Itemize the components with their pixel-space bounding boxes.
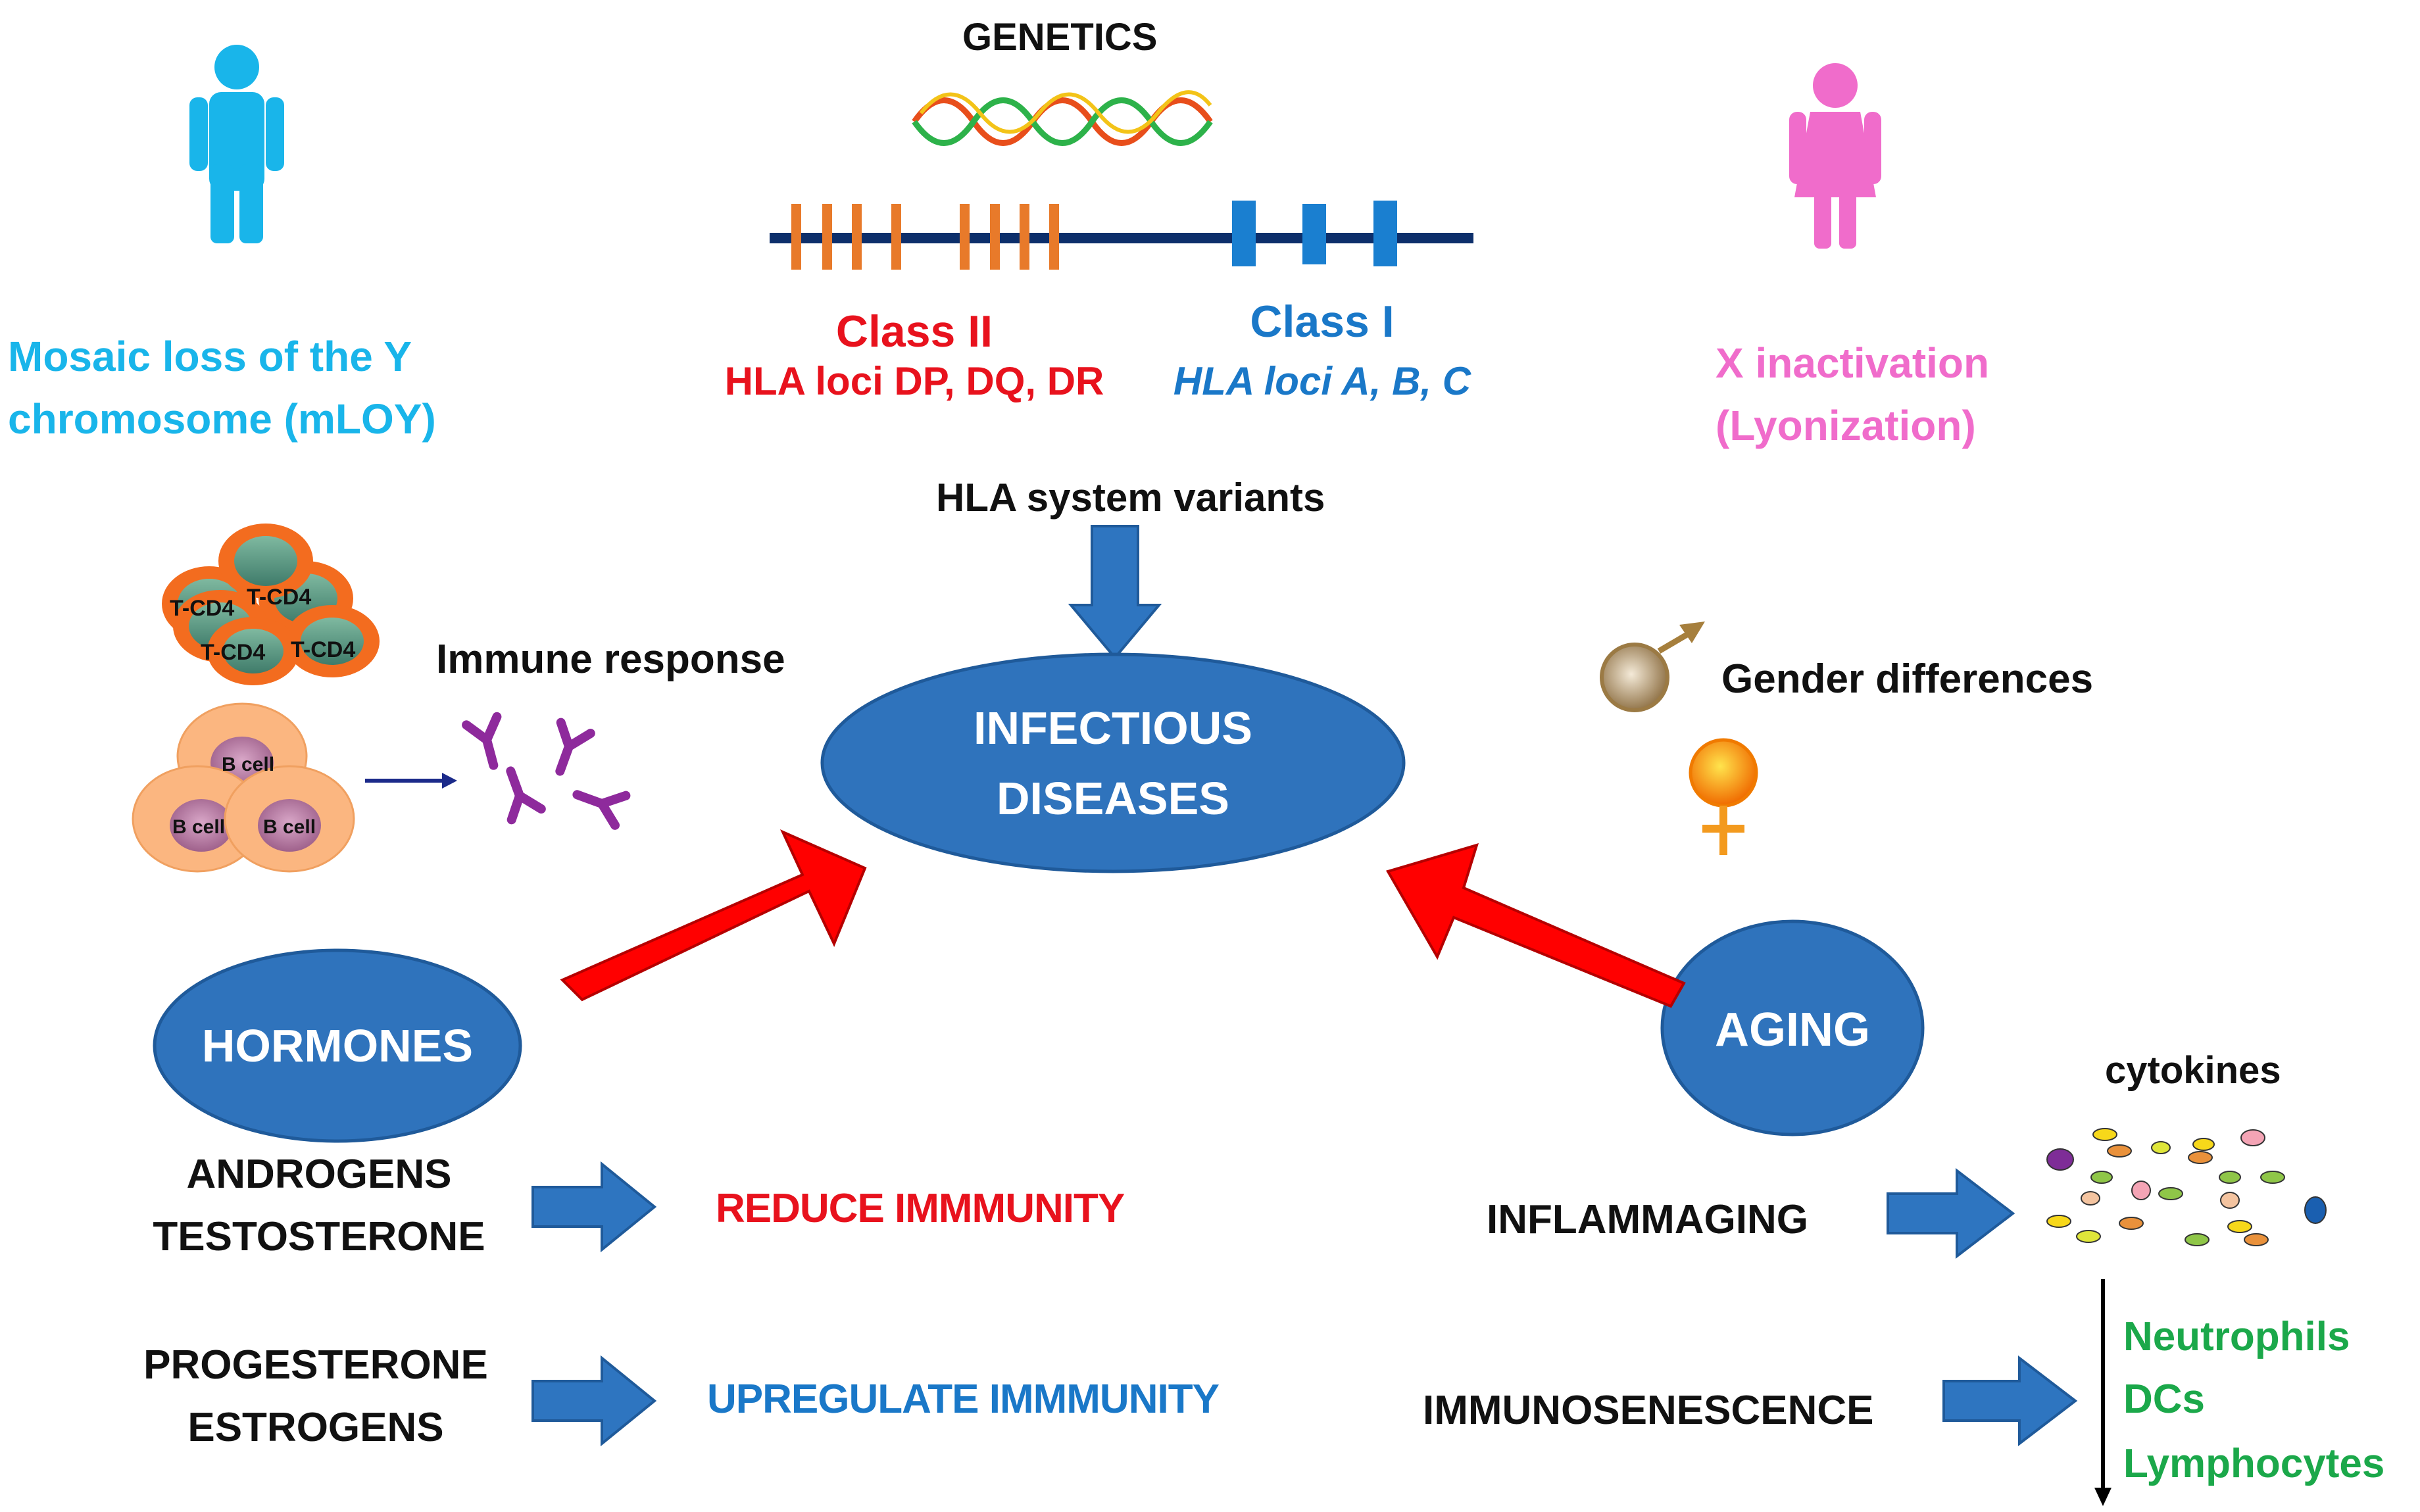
progesterone-arrow <box>531 1355 657 1447</box>
class1-title: Class I <box>1250 297 1395 347</box>
hla-down-arrow <box>1068 525 1162 660</box>
cells-down-arrow <box>2094 1279 2111 1506</box>
locus-bar <box>1302 204 1326 264</box>
inflammaging-arrow <box>1887 1167 2015 1259</box>
locus-bar <box>852 204 862 270</box>
locus-bar <box>1373 201 1397 266</box>
dcs-label: DCs <box>2123 1377 2206 1422</box>
antibody-icons <box>462 712 631 830</box>
t-cd4-cells <box>162 524 380 685</box>
locus-bar <box>822 204 832 270</box>
chromosome-map <box>770 201 1473 270</box>
female-symbol-icon <box>1689 738 1758 855</box>
estrogens-label: ESTROGENS <box>187 1405 444 1450</box>
locus-bar <box>1020 204 1029 270</box>
b-cell-label: B cell <box>222 754 275 775</box>
androgens-arrow <box>531 1161 657 1253</box>
locus-bar <box>1049 204 1059 270</box>
b-cells <box>132 702 355 873</box>
hormones-red-arrow <box>560 829 867 1002</box>
androgens-label: ANDROGENS <box>186 1152 452 1197</box>
x-inactivation-line1: X inactivation <box>1716 339 1990 387</box>
female-person-icon <box>1789 63 1881 249</box>
immunosenescence-label: IMMUNOSENESCENCE <box>1423 1388 1874 1433</box>
hormones-title: HORMONES <box>201 1020 474 1071</box>
immunosenescence-arrow <box>1942 1355 2078 1447</box>
aging-title: AGING <box>1714 1004 1870 1056</box>
gender-differences-label: Gender differences <box>1721 656 2094 702</box>
aging-red-arrow <box>1386 843 1686 1008</box>
t-cell-label: T-CD4 <box>170 596 235 621</box>
locus-bar <box>791 204 801 270</box>
locus-bar <box>891 204 901 270</box>
male-symbol-icon <box>1600 622 1705 712</box>
cytokine-dots <box>2046 1128 2327 1246</box>
hla-variants-label: HLA system variants <box>936 476 1325 520</box>
aging-ellipse <box>1660 919 1925 1136</box>
immune-response-label: Immune response <box>436 637 785 682</box>
progesterone-label: PROGESTERONE <box>143 1342 488 1388</box>
male-person-icon <box>189 45 284 243</box>
infectious-line1: INFECTIOUS <box>974 702 1252 754</box>
dna-helix-icon <box>912 90 1213 146</box>
mloy-line2: chromosome (mLOY) <box>8 395 436 443</box>
class1-loci: HLA loci A, B, C <box>1173 359 1471 403</box>
class2-title: Class II <box>835 306 993 356</box>
b-cell-label: B cell <box>172 816 226 838</box>
t-cell-label: T-CD4 <box>201 640 266 665</box>
t-cell-label: T-CD4 <box>247 585 312 610</box>
lymphocytes-label: Lymphocytes <box>2123 1441 2385 1486</box>
locus-bar <box>1232 201 1256 266</box>
infectious-diseases-ellipse <box>820 652 1406 873</box>
genetics-title: GENETICS <box>962 16 1158 59</box>
antibody-arrow <box>365 773 457 789</box>
infectious-line2: DISEASES <box>997 773 1229 824</box>
testosterone-label: TESTOSTERONE <box>153 1214 485 1259</box>
class1-loci-bars <box>1232 201 1397 266</box>
t-cell-label: T-CD4 <box>291 637 356 662</box>
x-inactivation-line2: (Lyonization) <box>1716 402 1976 449</box>
inflammaging-label: INFLAMMAGING <box>1487 1197 1809 1242</box>
upregulate-immunity-label: UPREGULATE IMMMUNITY <box>707 1377 1220 1422</box>
class2-loci-bars <box>791 204 1059 270</box>
cytokines-label: cytokines <box>2105 1049 2281 1092</box>
b-cell-label: B cell <box>263 816 316 838</box>
class2-loci: HLA loci DP, DQ, DR <box>724 359 1104 403</box>
locus-bar <box>960 204 970 270</box>
hormones-ellipse <box>153 948 522 1143</box>
neutrophils-label: Neutrophils <box>2123 1314 2350 1359</box>
locus-bar <box>990 204 1000 270</box>
mloy-line1: Mosaic loss of the Y <box>8 333 412 380</box>
reduce-immunity-label: REDUCE IMMMUNITY <box>716 1186 1125 1231</box>
